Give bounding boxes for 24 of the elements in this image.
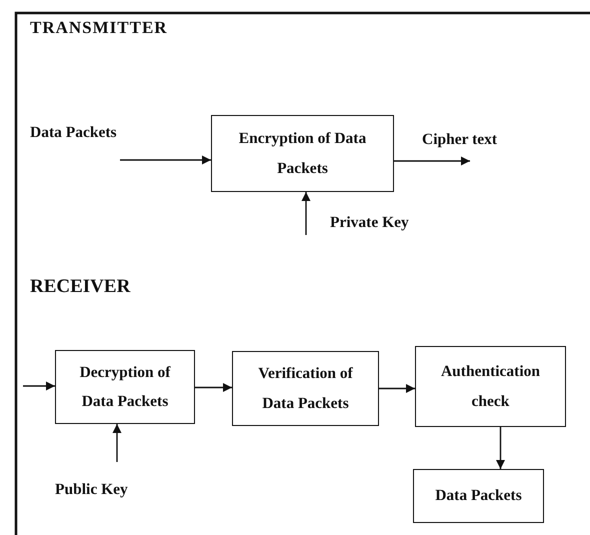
output-label: Cipher text: [422, 131, 532, 161]
key-label: Private Key: [330, 214, 409, 232]
box-label: Data Packets: [434, 486, 523, 506]
arrow: [302, 192, 310, 235]
arrow: [112, 424, 122, 462]
arrow: [379, 384, 415, 393]
arrow: [394, 156, 470, 166]
input-label: Data Packets: [30, 124, 117, 142]
section-heading: RECEIVER: [30, 276, 130, 298]
box-label: Authentication check: [440, 362, 542, 412]
key-label: Public Key: [55, 481, 128, 499]
process-box: [415, 346, 566, 427]
arrow: [120, 156, 211, 164]
arrow: [496, 427, 505, 469]
arrow: [23, 382, 55, 390]
process-box: [232, 351, 379, 426]
output-box: [413, 469, 544, 523]
box-label: Verification of Data Packets: [257, 364, 354, 414]
arrow: [195, 383, 232, 392]
box-label: Decryption of Data Packets: [78, 362, 172, 412]
process-box: [55, 350, 195, 424]
process-box: [211, 115, 394, 192]
section-heading: TRANSMITTER: [30, 18, 168, 38]
box-label: Encryption of Data Packets: [238, 129, 368, 178]
